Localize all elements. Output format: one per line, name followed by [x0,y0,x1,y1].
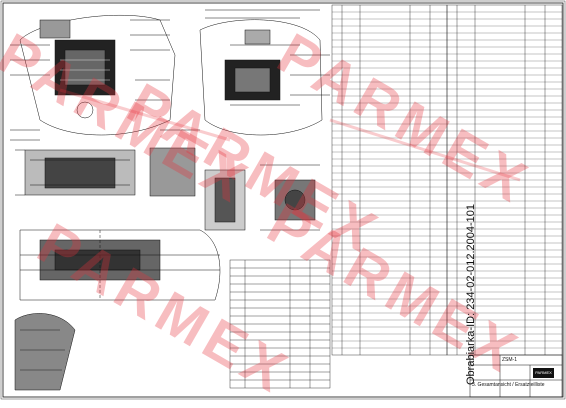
parts-table-middle [229,259,331,389]
side-stamp: Obrabiarka-ID: 234-02-012.2004-101 [465,203,477,385]
section-detail-bottom [14,229,221,391]
parts-table-rows [332,11,562,349]
title-note: 3. Gesamtansicht / Ersatzteilliste [472,382,545,388]
title-block-label: ZSM-1 [502,357,517,363]
section-detail-top-middle [199,9,330,136]
section-detail-top-left [10,15,176,136]
title-block [469,354,563,398]
section-detail-middle-left [10,129,200,197]
company-logo: PARMEX [533,368,554,378]
watermark-guides [59,88,521,182]
section-detail-center [204,164,320,231]
